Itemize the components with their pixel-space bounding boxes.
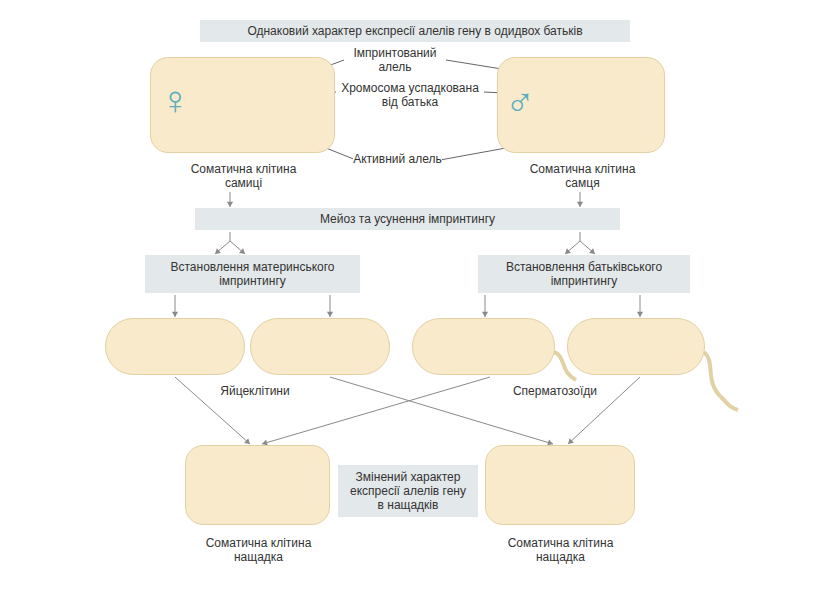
connector [227, 192, 233, 207]
egg-cell [105, 318, 245, 375]
node-text: Однаковий характер експресії алелів гену… [247, 24, 582, 38]
arrowhead [482, 312, 488, 317]
egg-cell [250, 318, 390, 375]
node-text: Встановлення материнського імпринтингу [153, 260, 352, 288]
node-text: Встановлення батьківського імпринтингу [486, 260, 682, 288]
process-band: Змінений характер експресії алелів гену … [338, 465, 478, 517]
connector [215, 232, 245, 254]
connector-line [565, 232, 595, 254]
offspring-cell: Соматична клітина нащадка [485, 445, 635, 525]
somatic-cell: ♀Соматична клітина самиці [150, 57, 335, 153]
connector-line [262, 377, 490, 444]
connector-line [215, 232, 245, 254]
group-label: Яйцеклітини [205, 384, 305, 398]
title-band: Однаковий характер експресії алелів гену… [200, 20, 630, 42]
process-band: Встановлення материнського імпринтингу [145, 255, 360, 293]
sperm-tail [704, 352, 738, 410]
sex-symbol: ♂ [500, 80, 540, 124]
offspring-cell: Соматична клітина нащадка [185, 445, 330, 525]
arrowhead [577, 202, 583, 207]
group-label: Сперматозоїди [505, 384, 605, 398]
callout-label: Активний алель [350, 152, 445, 166]
connectors [172, 192, 643, 446]
connector [172, 295, 178, 317]
node-text: Соматична клітина самця [520, 162, 645, 190]
process-band: Встановлення батьківського імпринтингу [478, 255, 690, 293]
arrowhead [244, 438, 250, 444]
node-text: Мейоз та усунення імпринтингу [320, 212, 495, 226]
connector [577, 192, 583, 207]
label-text: Активний алель [353, 152, 442, 166]
somatic-cell: ♂Соматична клітина самця [497, 57, 665, 153]
label-text: Хромосома успадкована від батька [341, 81, 479, 109]
callout-label: Хромосома успадкована від батька [335, 81, 485, 109]
label-text: Імпринтований алель [353, 46, 436, 74]
connector [565, 232, 595, 254]
arrowhead [568, 438, 574, 444]
sex-symbol: ♀ [157, 78, 193, 122]
node-text: Змінений характер експресії алелів гену … [346, 470, 470, 512]
sperm-cell [567, 318, 705, 375]
callout-label: Імпринтований алель [345, 46, 445, 74]
sperm-cell [412, 318, 555, 375]
connector [637, 295, 643, 317]
arrowhead [227, 202, 233, 207]
arrowhead [637, 312, 643, 317]
label-text: Яйцеклітини [220, 384, 289, 398]
connector [327, 295, 333, 317]
arrowhead [215, 248, 245, 254]
arrowhead [172, 312, 178, 317]
node-text: Соматична клітина самиці [181, 162, 306, 190]
connector [262, 377, 490, 446]
label-text: Сперматозоїди [513, 384, 597, 398]
node-text: Соматична клітина нащадка [196, 536, 321, 564]
process-band: Мейоз та усунення імпринтингу [195, 208, 620, 230]
node-text: Соматична клітина нащадка [498, 536, 623, 564]
connector [482, 295, 488, 317]
arrowhead [327, 312, 333, 317]
arrowhead [565, 248, 595, 254]
